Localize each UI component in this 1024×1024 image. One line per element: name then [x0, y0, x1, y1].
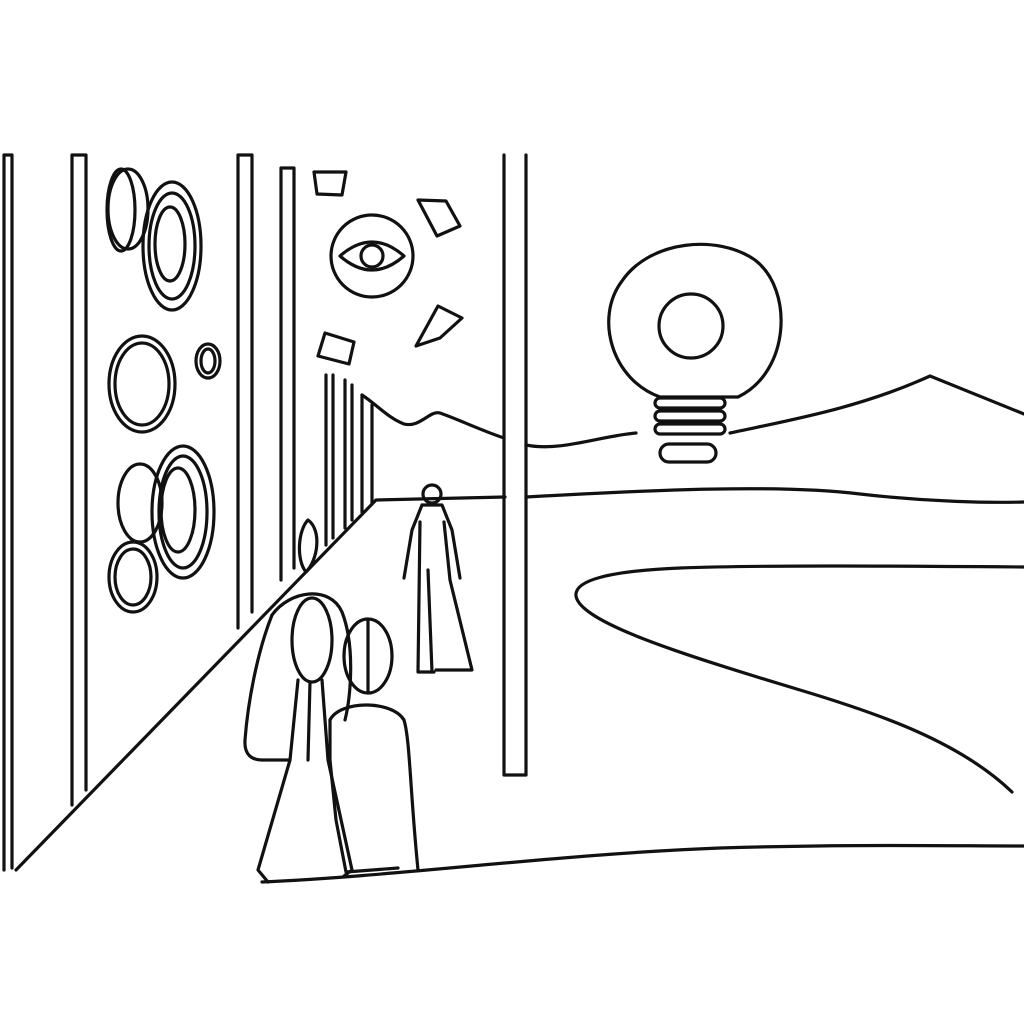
corridor-floor [14, 487, 1024, 872]
walking-figure [402, 483, 474, 674]
eye-icon [329, 213, 415, 299]
gallery-wall-pillars [2, 153, 528, 872]
hills-horizon [360, 374, 1024, 449]
constellation-icons [312, 170, 464, 366]
two-foreground-figures [243, 518, 420, 884]
winding-path [260, 564, 1024, 884]
lightbulb-icon [607, 242, 783, 464]
wall-circle-artworks [105, 167, 222, 614]
